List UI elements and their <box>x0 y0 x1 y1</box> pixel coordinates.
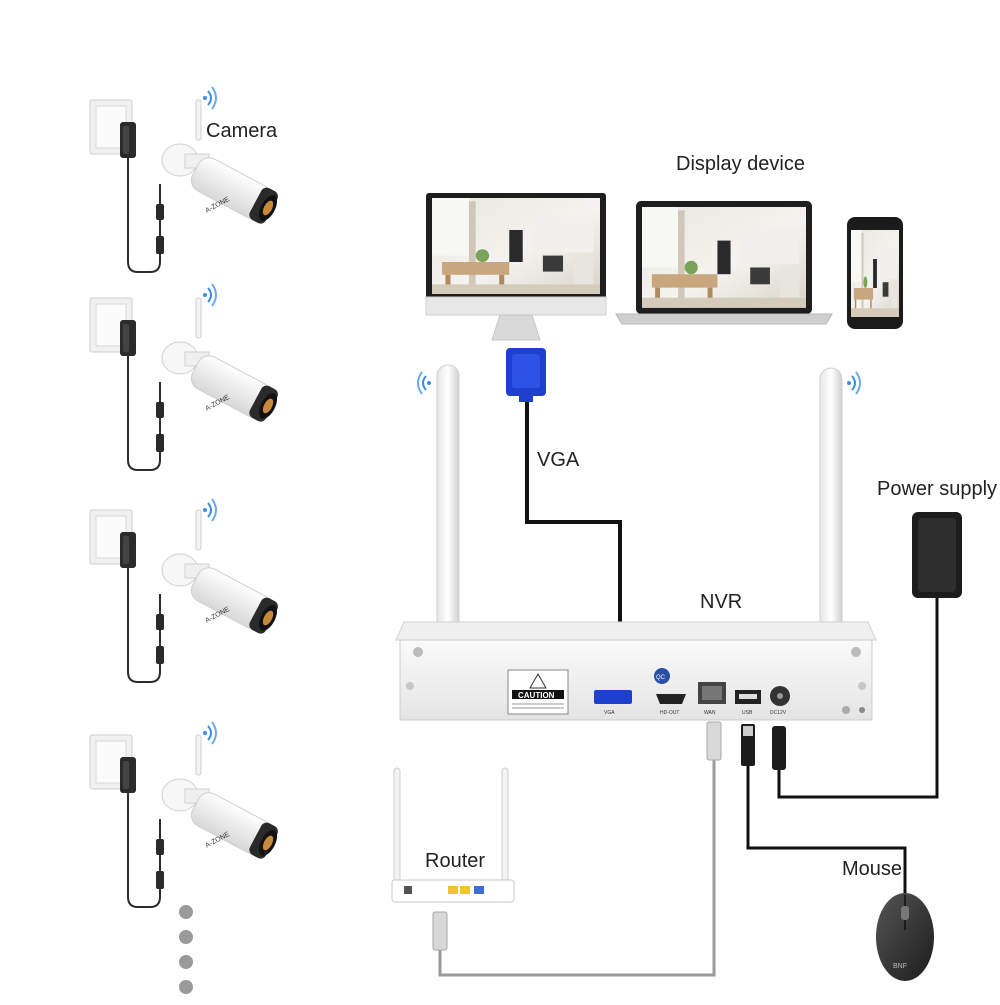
laptop <box>615 201 833 325</box>
smartphone <box>847 217 903 329</box>
power-cable <box>772 595 939 799</box>
wifi-icon <box>202 721 217 745</box>
display-device-label: Display device <box>676 153 805 175</box>
power-adapter <box>912 512 962 598</box>
port-label-hdmi: HD-OUT <box>660 710 679 716</box>
monitor <box>425 193 607 341</box>
wifi-icon <box>846 371 861 395</box>
camera-kit-2 <box>89 297 284 471</box>
nvr-label: NVR <box>700 591 743 613</box>
caution-text: CAUTION <box>518 691 555 700</box>
wifi-icon <box>202 283 217 307</box>
vga-label: VGA <box>537 449 580 471</box>
wifi-icon <box>417 371 432 395</box>
mouse-label: Mouse <box>842 858 903 880</box>
port-label-wan: WAN <box>704 710 716 716</box>
wifi-icon <box>202 498 217 522</box>
ethernet-cable <box>432 721 722 977</box>
camera-kit-4 <box>89 734 284 908</box>
nvr-device <box>395 621 877 721</box>
power-supply-label: Power supply <box>877 478 998 500</box>
router-label: Router <box>425 850 486 872</box>
port-label-vga: VGA <box>604 710 615 716</box>
camera-label: Camera <box>206 120 278 142</box>
more-cameras-dots <box>179 905 193 994</box>
port-label-dc: DC12V <box>770 710 787 716</box>
usb-cable <box>741 724 907 895</box>
camera-kit-3 <box>89 509 284 683</box>
qc-badge: QC <box>656 675 666 681</box>
mouse-brand: BNF <box>893 963 907 970</box>
wifi-icon <box>202 86 217 110</box>
router <box>391 767 515 903</box>
mouse-device <box>876 893 934 981</box>
port-label-usb: USB <box>742 710 753 716</box>
